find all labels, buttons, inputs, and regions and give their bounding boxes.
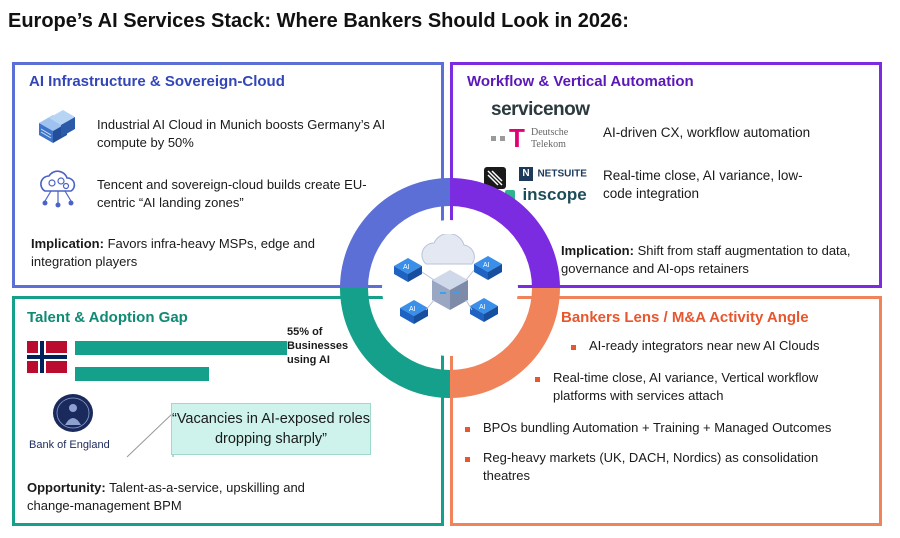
telekom-dots-icon bbox=[500, 136, 505, 141]
implication-label: Implication: bbox=[31, 236, 104, 251]
bankers-bullet: AI-ready integrators near new AI Clouds bbox=[589, 338, 820, 353]
opportunity-text: Talent-as-a-service, upskilling and chan… bbox=[27, 480, 305, 513]
bullet-marker bbox=[465, 457, 470, 462]
quadrant-heading: Workflow & Vertical Automation bbox=[467, 73, 694, 90]
quadrant-heading: Bankers Lens / M&A Activity Angle bbox=[561, 309, 809, 326]
server-rack-icon bbox=[39, 110, 75, 143]
workflow-item-close: Real-time close, AI variance, low-code i… bbox=[603, 168, 803, 201]
ai-chip-label: AI bbox=[483, 262, 490, 269]
talent-opportunity: Opportunity: Talent-as-a-service, upskil… bbox=[27, 479, 347, 515]
workflow-item-cx: AI-driven CX, workflow automation bbox=[603, 125, 811, 140]
adoption-bar bbox=[75, 341, 287, 355]
ai-chip-label: AI bbox=[409, 306, 416, 313]
bullet-marker bbox=[465, 427, 470, 432]
adoption-bar-label: 55% of Businesses using AI bbox=[287, 326, 349, 366]
callout-pointer bbox=[126, 412, 174, 458]
bankers-bullet: BPOs bundling Automation + Training + Ma… bbox=[483, 420, 832, 435]
ai-cloud-hub-icon: AI AI AI AI bbox=[394, 234, 502, 324]
netsuite-n-icon: N bbox=[519, 166, 533, 181]
bullet-marker bbox=[535, 377, 540, 382]
workflow-implication: Implication: Shift from staff augmentati… bbox=[561, 242, 861, 278]
page-title: Europe’s AI Services Stack: Where Banker… bbox=[8, 10, 629, 32]
infra-implication: Implication: Favors infra-heavy MSPs, ed… bbox=[31, 235, 321, 271]
implication-label: Implication: bbox=[561, 243, 634, 258]
inscope-mark-icon bbox=[505, 190, 515, 200]
telekom-logo: T Deutsche Telekom bbox=[491, 125, 601, 153]
norway-flag-icon bbox=[27, 341, 67, 373]
notion-logo bbox=[484, 167, 506, 189]
quadrant-ai-infrastructure: AI Infrastructure & Sovereign-Cloud Indu… bbox=[12, 62, 444, 288]
netsuite-logo: N NETSUITE bbox=[519, 165, 587, 183]
infra-item-munich: Industrial AI Cloud in Munich boosts Ger… bbox=[97, 117, 386, 150]
telekom-name: Deutsche bbox=[531, 127, 569, 138]
servicenow-logo: servicenow bbox=[491, 99, 590, 120]
implication-text: Favors infra-heavy MSPs, edge and integr… bbox=[31, 236, 315, 269]
bankers-bullet: Reg-heavy markets (UK, DACH, Nordics) as… bbox=[483, 450, 819, 483]
implication-text: Shift from staff augmentation to data, g… bbox=[561, 243, 851, 276]
telekom-name: Telekom bbox=[531, 139, 566, 150]
quadrant-heading: Talent & Adoption Gap bbox=[27, 309, 188, 326]
vacancies-quote: “Vacancies in AI-exposed roles dropping … bbox=[171, 403, 371, 455]
ai-chip-label: AI bbox=[479, 304, 486, 311]
infra-item-sovereign: Tencent and sovereign-cloud builds creat… bbox=[97, 177, 367, 210]
ai-chip-label: AI bbox=[403, 264, 410, 271]
telekom-t-icon: T bbox=[509, 123, 525, 153]
bankers-bullet: Real-time close, AI variance, Vertical w… bbox=[553, 370, 819, 403]
quadrant-workflow-automation: Workflow & Vertical Automation serviceno… bbox=[450, 62, 882, 288]
inscope-wordmark: inscope bbox=[522, 185, 587, 204]
inscope-logo: inscope bbox=[505, 185, 587, 205]
adoption-bar bbox=[75, 367, 209, 381]
cloud-network-icon bbox=[40, 170, 76, 208]
netsuite-wordmark: NETSUITE bbox=[537, 168, 587, 180]
telekom-dots-icon bbox=[491, 136, 496, 141]
bullet-marker bbox=[571, 345, 576, 350]
center-ring bbox=[340, 178, 560, 398]
bank-of-england-label: Bank of England bbox=[29, 439, 110, 451]
opportunity-label: Opportunity: bbox=[27, 480, 106, 495]
quadrant-heading: AI Infrastructure & Sovereign-Cloud bbox=[29, 73, 285, 90]
bank-of-england-logo bbox=[53, 394, 93, 432]
